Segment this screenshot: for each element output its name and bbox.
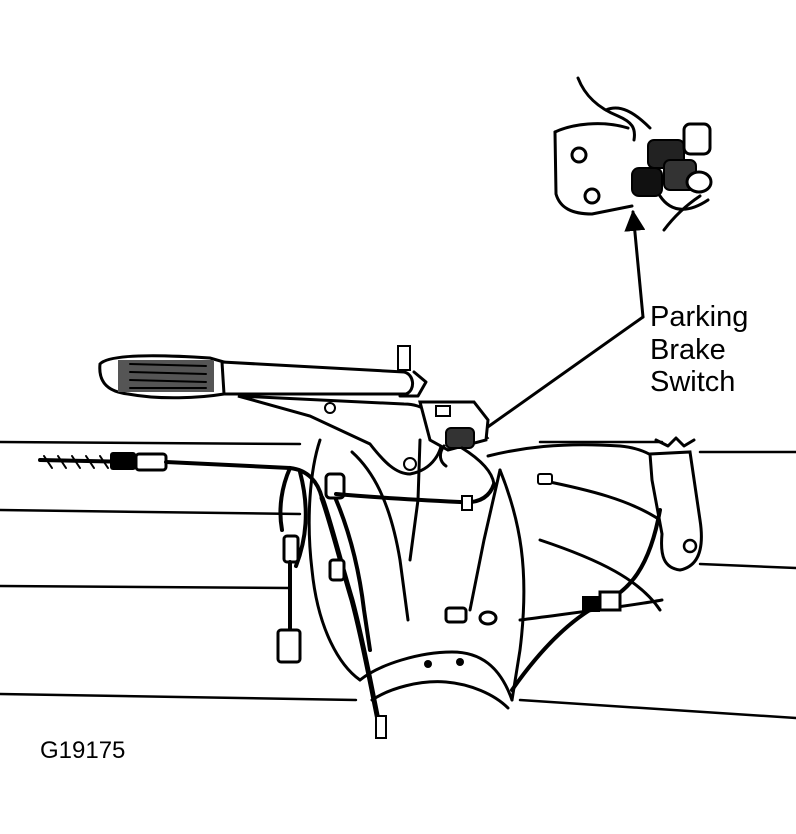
floor-pan: [0, 436, 796, 720]
bolt-hole: [583, 187, 601, 205]
parking-brake-switch: [438, 427, 496, 486]
switch-body-detail: [604, 106, 713, 232]
parking-brake-lever: [98, 345, 490, 476]
wire-connector: [134, 452, 168, 472]
callout-line: Parking: [650, 301, 749, 333]
figure-id: G19175: [40, 737, 126, 764]
wire-connector: [582, 596, 600, 612]
callout-line: Switch: [650, 366, 736, 398]
wiring-harness: [38, 452, 662, 739]
switch-detail-inset: [553, 76, 713, 232]
wire-connector: [276, 628, 302, 664]
wire-connector: [110, 452, 136, 470]
callout-line: Brake: [650, 334, 726, 366]
wire-connector: [598, 590, 622, 612]
bolt-hole: [570, 146, 588, 164]
